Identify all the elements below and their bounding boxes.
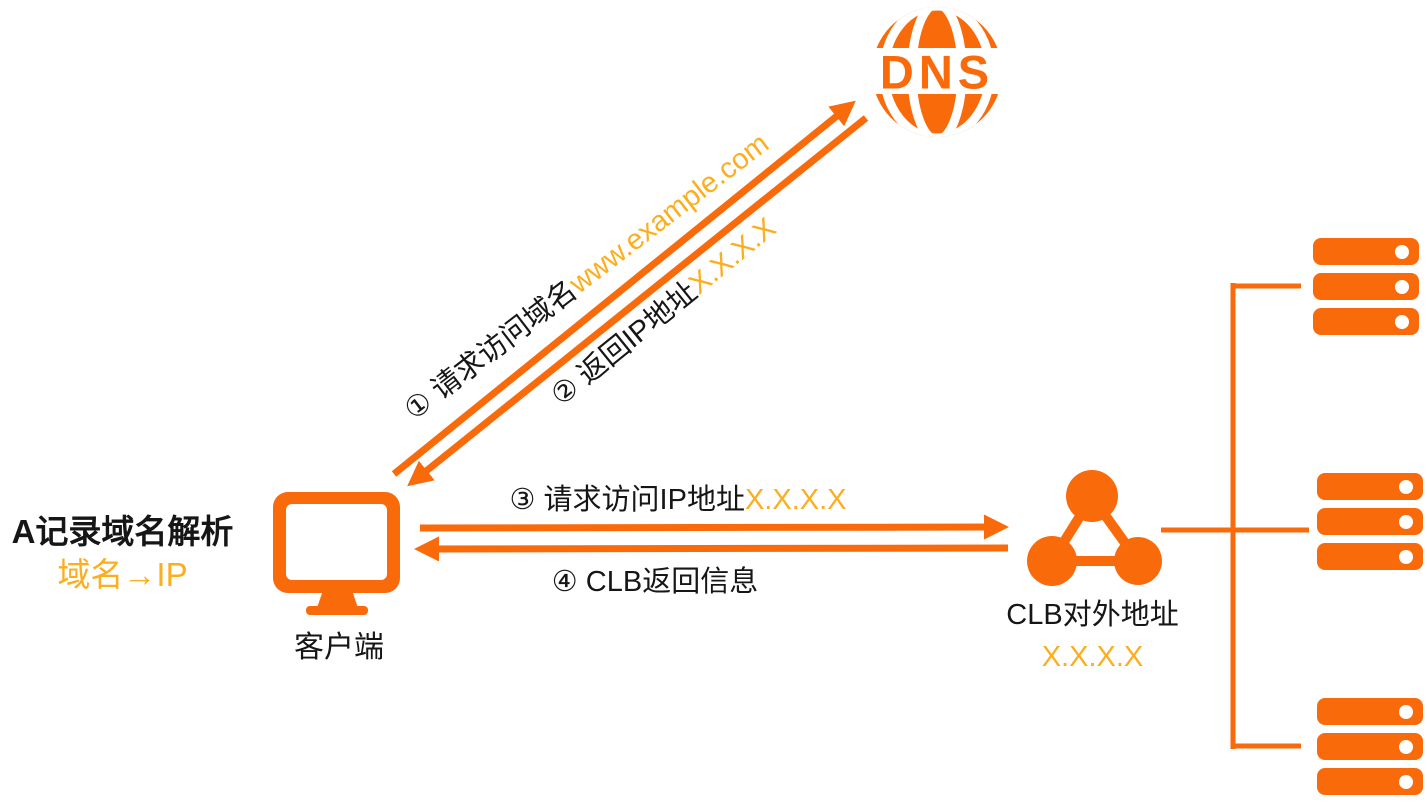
client-label: 客户端 <box>294 631 384 664</box>
dns-label: DNS <box>880 46 994 99</box>
server-icon <box>1313 238 1419 265</box>
clb-name-label: CLB对外地址 <box>1006 599 1179 631</box>
step2-arrow <box>407 115 869 487</box>
step4-label: ④ CLB返回信息 <box>455 565 855 600</box>
clb-icon <box>1027 470 1162 586</box>
server-icon <box>1317 698 1423 725</box>
server-icon <box>1317 543 1423 570</box>
server-icon <box>1317 508 1423 535</box>
step3-label: ③ 请求访问IP地址X.X.X.X <box>438 483 918 518</box>
server-icon <box>1317 473 1423 500</box>
server-stack-bottom <box>1317 698 1423 802</box>
server-icon <box>1313 308 1419 335</box>
diagram-annotation: A记录域名解析 域名→IP <box>5 512 240 594</box>
step1-arrow <box>391 100 856 477</box>
server-icon <box>1313 273 1419 300</box>
diagram-subtitle: 域名→IP <box>57 555 188 593</box>
monitor-screen <box>286 504 387 580</box>
step4-arrow <box>413 536 1009 562</box>
step3-highlight: X.X.X.X <box>744 484 847 516</box>
monitor-stand-neck <box>317 591 358 608</box>
server-icon <box>1317 733 1423 760</box>
server-icon <box>1317 768 1423 795</box>
step4-text: ④ CLB返回信息 <box>551 566 759 598</box>
clb-label-block: CLB对外地址 X.X.X.X <box>985 598 1200 675</box>
server-stack-middle <box>1317 473 1423 578</box>
clb-address-label: X.X.X.X <box>1041 640 1144 673</box>
monitor-stand-base <box>306 606 368 615</box>
server-stack-top <box>1313 238 1419 343</box>
diagram-title: A记录域名解析 <box>11 513 234 550</box>
dns-globe-icon: DNS <box>856 7 1018 137</box>
client-monitor-icon <box>273 492 400 593</box>
step3-arrow <box>419 514 1010 540</box>
step3-text: ③ 请求访问IP地址 <box>509 484 745 516</box>
